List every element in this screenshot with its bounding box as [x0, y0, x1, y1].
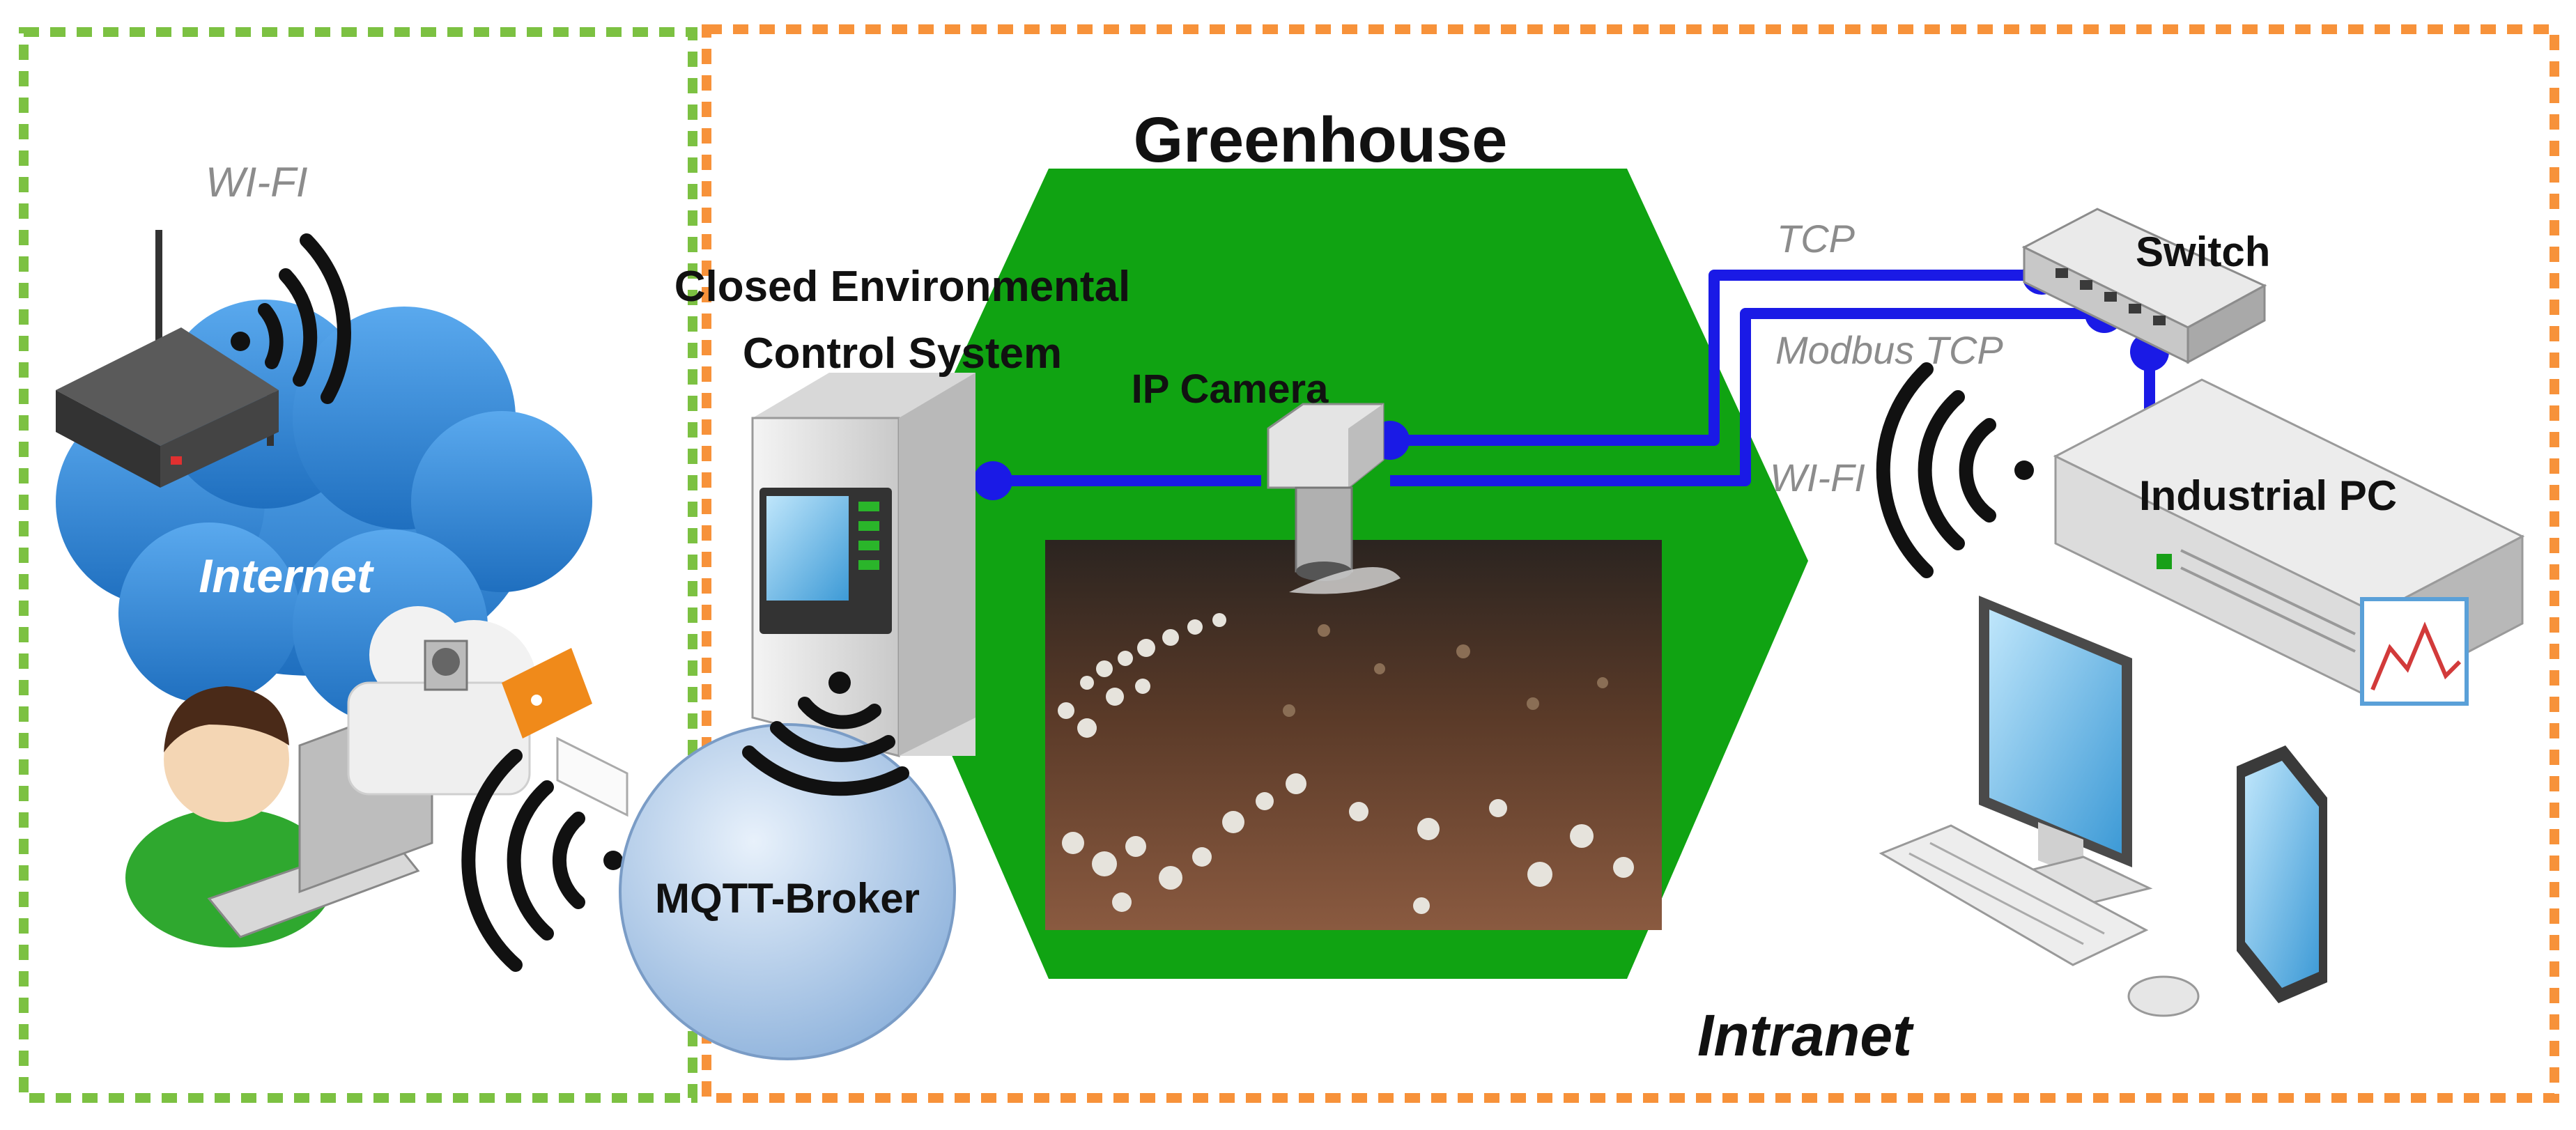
wifi-signal-icon: [1876, 362, 2034, 578]
control-cabinet-icon: [751, 373, 975, 757]
mqtt-broker-label: MQTT-Broker: [655, 875, 920, 922]
intranet-label: Intranet: [1697, 1003, 1914, 1068]
ip-camera-label: IP Camera: [1132, 366, 1329, 412]
wifi-right-label: WI-FI: [1770, 456, 1865, 500]
modbus-tcp-label: Modbus TCP: [1775, 328, 2003, 372]
ip-camera-icon: [1267, 403, 1401, 594]
tcp-label: TCP: [1777, 217, 1855, 261]
internet-zone-border: [19, 27, 697, 1103]
desktop-computer-icon: [1879, 596, 2200, 1017]
service-icons: [347, 606, 628, 817]
intranet-zone-border: [702, 24, 2559, 1103]
broker-wifi-signal-icon: [742, 672, 909, 796]
internet-label: Internet: [199, 550, 374, 603]
wifi-router-icon: [56, 230, 279, 488]
switch-label: Switch: [2136, 229, 2270, 275]
closed-env-label-line2: Control System: [743, 330, 1062, 378]
router-wifi-signal: [231, 233, 351, 404]
user-wifi-signal-icon: [461, 749, 623, 972]
industrial-pc-label: Industrial PC: [2139, 472, 2397, 519]
mqtt-broker-sphere: [619, 723, 956, 1060]
tablet-icon: [2237, 745, 2327, 1003]
closed-env-label-line1: Closed Environmental: [674, 263, 1131, 311]
mushroom-photo: [1045, 540, 1662, 930]
wifi-left-label: WI-FI: [206, 159, 308, 206]
greenhouse-title: Greenhouse: [1134, 105, 1508, 176]
industrial-pc-icon: [2053, 378, 2525, 706]
network-switch-icon: [2021, 208, 2267, 364]
